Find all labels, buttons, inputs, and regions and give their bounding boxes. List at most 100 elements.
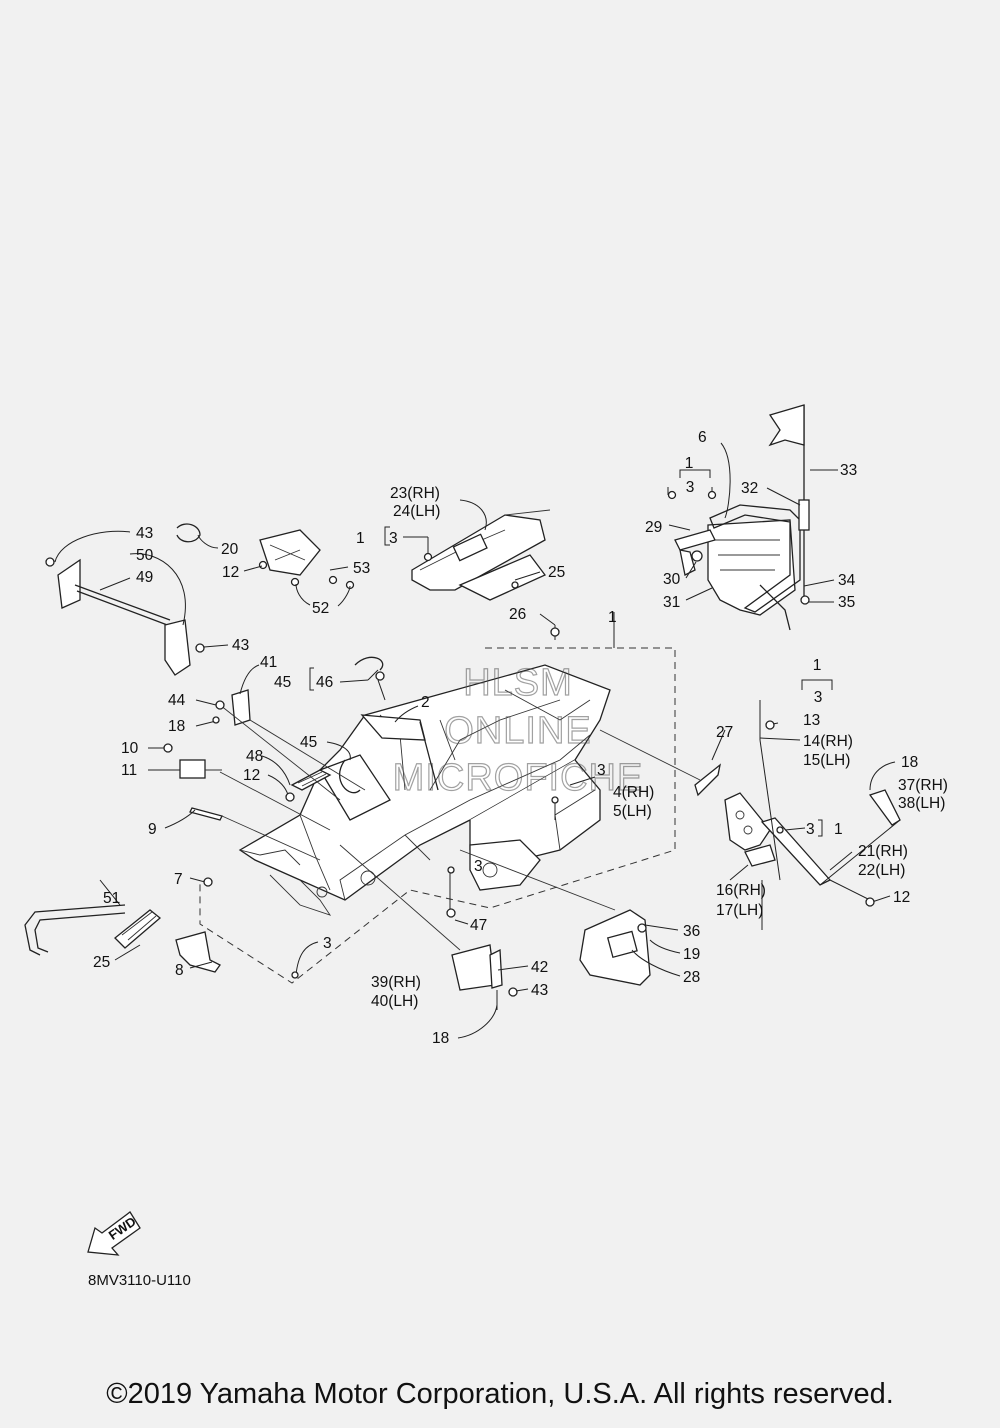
callout-label: 1 xyxy=(685,455,694,472)
callout-label: 3 xyxy=(597,762,606,779)
callout-label: 48 xyxy=(246,748,263,765)
callout-label: 46 xyxy=(316,674,333,691)
callout-label: 36 xyxy=(683,923,700,940)
watermark-line-2: ONLINE xyxy=(444,710,591,752)
callout-label: 50 xyxy=(136,547,154,564)
strip-part-9 xyxy=(189,807,223,821)
callout-label: 24(LH) xyxy=(393,503,440,520)
callout-label: 6 xyxy=(698,429,707,446)
callout-label: 27 xyxy=(716,724,733,741)
callout-label: 43 xyxy=(136,525,153,542)
callout-label: 28 xyxy=(683,969,700,986)
callout-label: 52 xyxy=(312,600,329,617)
watermark: HLSM ONLINE MICROFICHE xyxy=(392,661,644,799)
callout-label: 45 xyxy=(300,734,317,751)
callout-label: 4(RH) xyxy=(613,784,654,801)
callout-label: 22(LH) xyxy=(858,862,905,879)
callout-label: 43 xyxy=(531,982,548,999)
footrest-plate-16 xyxy=(724,792,776,867)
callout-label: 14(RH) xyxy=(803,733,853,750)
callout-label: 49 xyxy=(136,569,153,586)
callout-label: 17(LH) xyxy=(716,902,763,919)
callout-label: 30 xyxy=(663,571,681,588)
callout-label: 34 xyxy=(838,572,856,589)
diagram-code: 8MV3110-U110 xyxy=(88,1272,191,1289)
fasteners xyxy=(163,490,875,997)
callout-label: 25 xyxy=(93,954,110,971)
callout-label: 23(RH) xyxy=(390,485,440,502)
callout-label: 51 xyxy=(103,890,120,907)
callout-label: 3 xyxy=(814,689,823,706)
callout-label: 39(RH) xyxy=(371,974,421,991)
callout-label: 15(LH) xyxy=(803,752,850,769)
callout-label: 19 xyxy=(683,946,700,963)
callout-label: 10 xyxy=(121,740,139,757)
callout-label: 11 xyxy=(121,762,137,779)
callout-label: 25 xyxy=(548,564,565,581)
callout-label: 32 xyxy=(741,480,758,497)
callout-label: 5(LH) xyxy=(613,803,652,820)
left-bracket-part-8 xyxy=(175,931,221,973)
watermark-line-3: MICROFICHE xyxy=(393,757,644,799)
callout-label: 3 xyxy=(389,530,398,547)
callout-label: 38(LH) xyxy=(898,795,945,812)
flag-pole xyxy=(768,404,810,605)
tie-rod-assembly xyxy=(45,523,355,676)
fwd-arrow-icon: FWD xyxy=(87,1211,141,1256)
callout-label: 3 xyxy=(686,479,695,496)
callout-label: 3 xyxy=(323,935,332,952)
plate-part-48 xyxy=(290,769,332,791)
mud-flap-27 xyxy=(694,763,721,797)
spacer-part-30 xyxy=(691,550,703,562)
callout-label: 53 xyxy=(353,560,370,577)
watermark-line-1: HLSM xyxy=(463,662,573,704)
callout-label: 45 xyxy=(274,674,291,691)
callout-label: 21(RH) xyxy=(858,843,908,860)
callout-label: 3 xyxy=(806,821,815,838)
callout-label: 1 xyxy=(356,530,365,547)
callout-label: 29 xyxy=(645,519,662,536)
callout-label: 43 xyxy=(232,637,249,654)
ecu-bracket-part-41 xyxy=(231,689,251,726)
callout-label: 12 xyxy=(243,767,260,784)
bracket-part-37 xyxy=(868,789,901,826)
rear-bumper xyxy=(674,504,801,631)
seat-rail-bracket xyxy=(411,509,551,601)
callout-label: 3 xyxy=(474,858,483,875)
callout-label: 40(LH) xyxy=(371,993,418,1010)
callout-label: 18 xyxy=(901,754,918,771)
bracket-part-39 xyxy=(451,944,503,991)
side-cover-part-19 xyxy=(579,909,651,986)
callout-label: 1 xyxy=(813,657,822,674)
callout-label: 2 xyxy=(421,694,430,711)
callout-label: 1 xyxy=(608,609,617,626)
callout-label: 33 xyxy=(840,462,857,479)
callout-label: 12 xyxy=(893,889,910,906)
crossmember-part-2 xyxy=(360,714,439,791)
callout-label: 42 xyxy=(531,959,548,976)
callout-label: 44 xyxy=(168,692,186,709)
callout-label: 16(RH) xyxy=(716,882,766,899)
callout-label: 35 xyxy=(838,594,855,611)
main-frame xyxy=(238,664,611,916)
callout-label: 1 xyxy=(834,821,843,838)
callout-label: 9 xyxy=(148,821,157,838)
wire-harness-part-46 xyxy=(339,656,384,794)
callout-label: 12 xyxy=(222,564,239,581)
callout-label: 20 xyxy=(221,541,239,558)
callout-label: 7 xyxy=(174,871,183,888)
callout-label: 8 xyxy=(175,962,184,979)
relay-part-11 xyxy=(179,759,222,779)
callout-label: 18 xyxy=(168,718,185,735)
callout-label: 41 xyxy=(260,654,277,671)
callout-labels: 1 3 6 32 33 23(RH) 24(LH) 1 3 29 30 31 3… xyxy=(93,429,948,1047)
callout-label: 13 xyxy=(803,712,820,729)
callout-label: 31 xyxy=(663,594,680,611)
copyright-notice: ©2019 Yamaha Motor Corporation, U.S.A. A… xyxy=(106,1378,894,1410)
callout-label: 47 xyxy=(470,917,487,934)
callout-label: 18 xyxy=(432,1030,449,1047)
grab-handle xyxy=(24,904,162,956)
callout-label: 26 xyxy=(509,606,526,623)
